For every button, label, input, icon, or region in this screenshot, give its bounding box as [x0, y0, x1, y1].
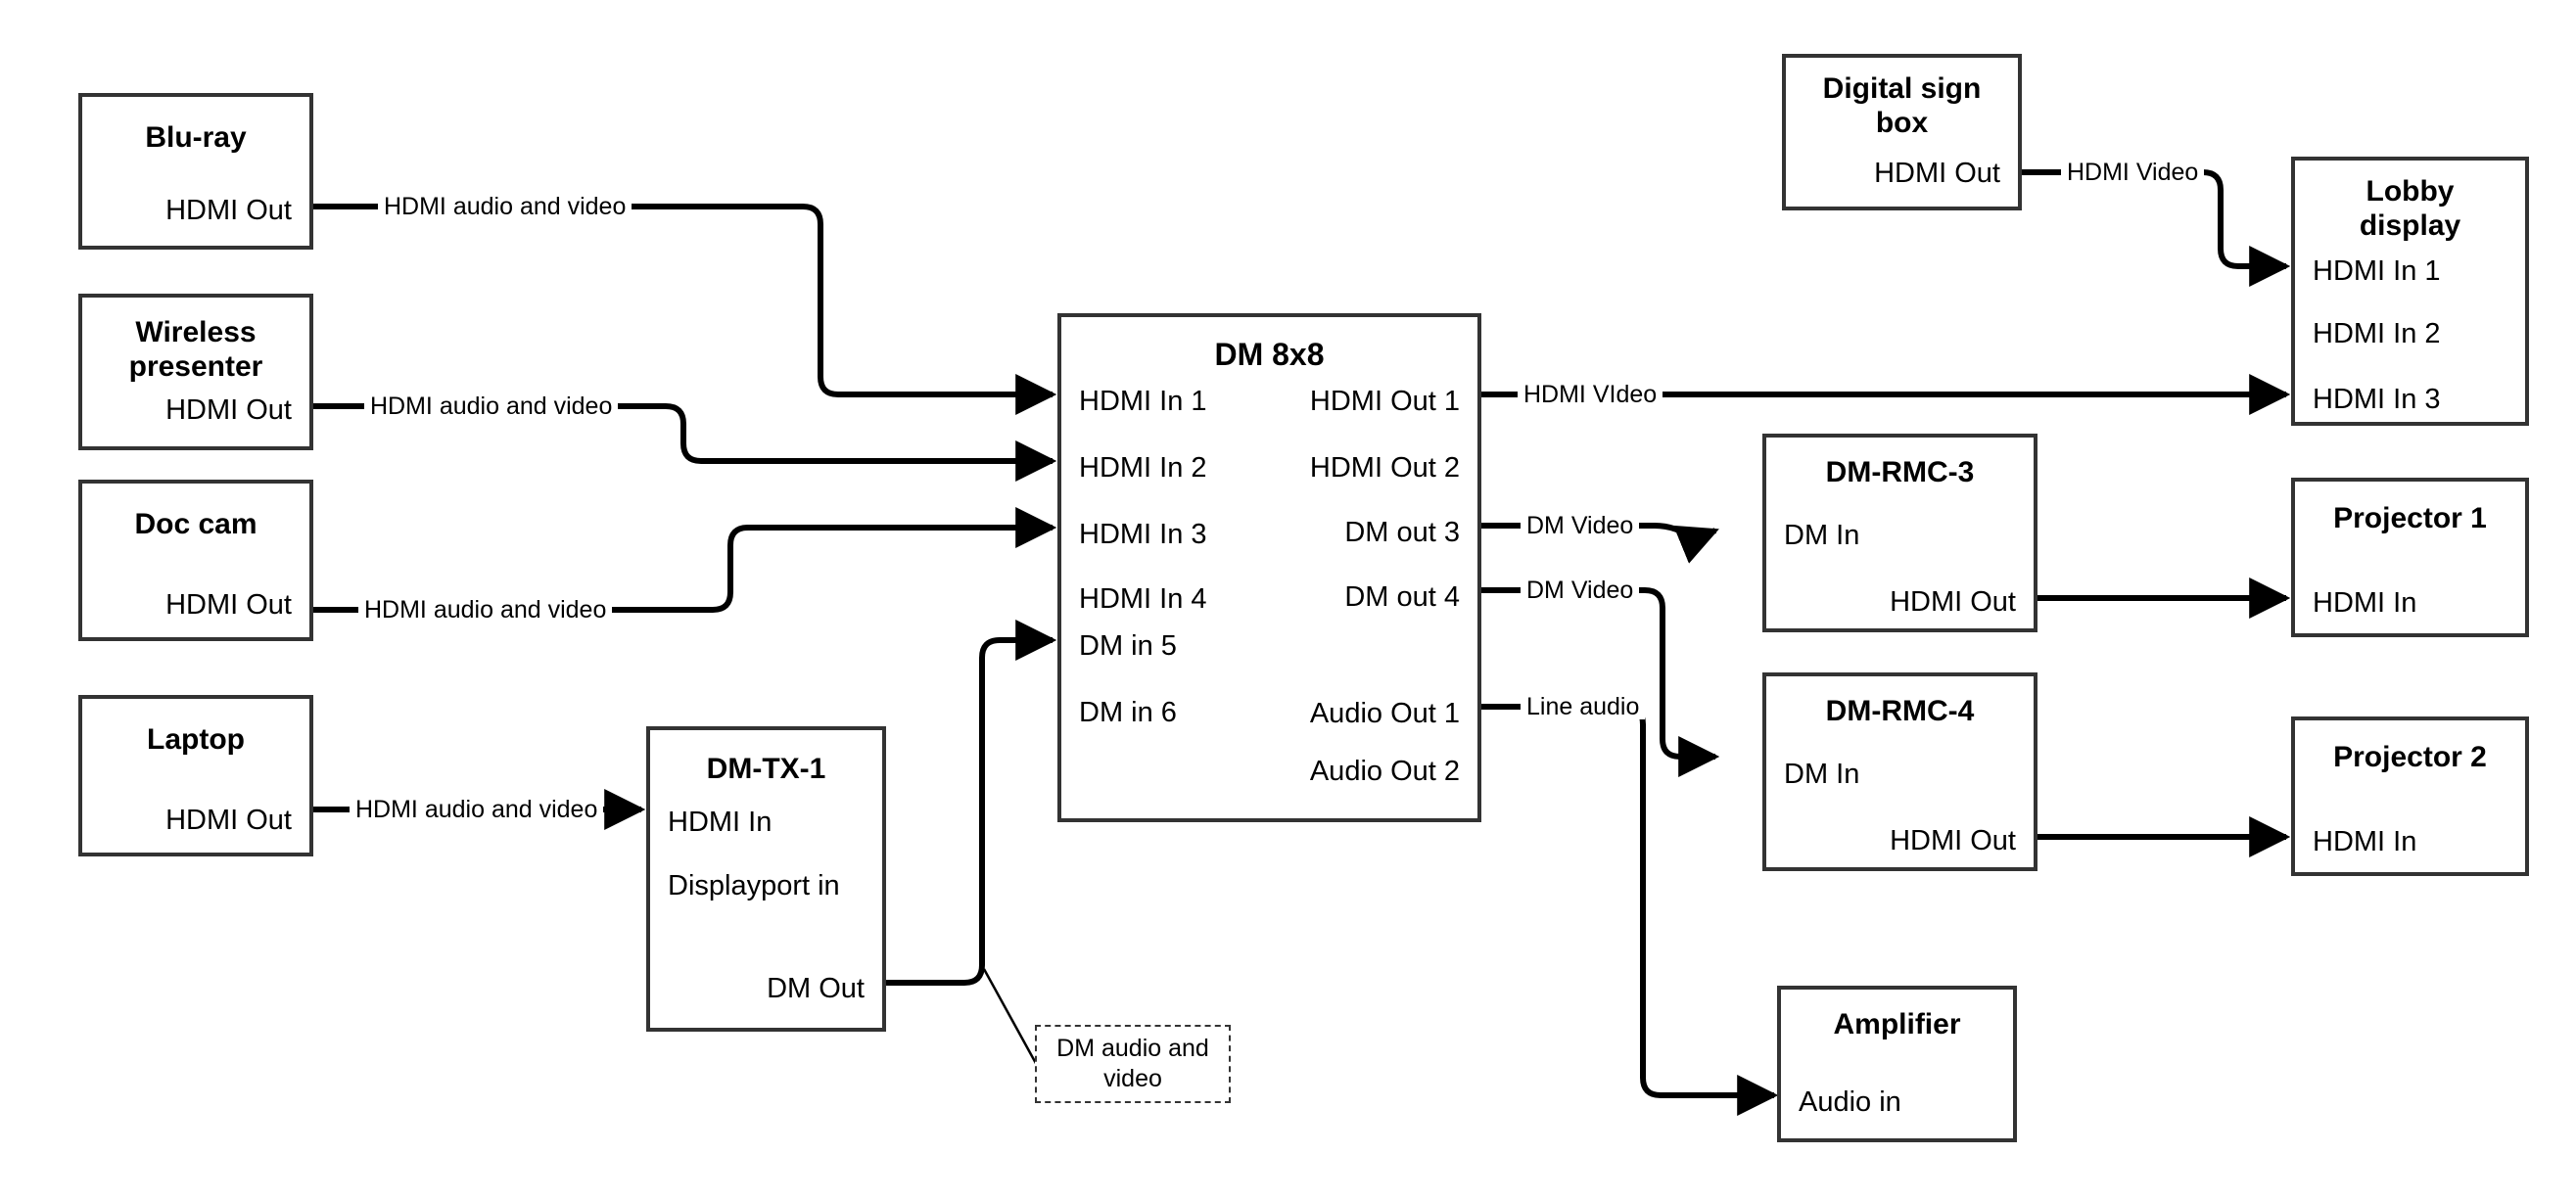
node-dm-rmc-3[interactable]: DM-RMC-3 DM In HDMI Out: [1762, 434, 2037, 632]
node-dm-rmc-4[interactable]: DM-RMC-4 DM In HDMI Out: [1762, 672, 2037, 871]
port-dm-8x8-hdmi-in-2: HDMI In 2: [1079, 452, 1207, 484]
node-digital-sign-box-title: Digital sign box: [1822, 72, 1982, 140]
node-wireless-presenter[interactable]: Wireless presenter HDMI Out: [78, 294, 313, 450]
edge-label-dm-out3-to-rmc3: DM Video: [1521, 514, 1640, 538]
wire-tx-dmout-to-dm-in-5: [886, 620, 1057, 986]
edge-label-laptop-to-tx: HDMI audio and video: [350, 798, 604, 822]
wire-sign-to-lobby-hdmi-in-1: [2022, 169, 2291, 287]
wire-dm-dmout3-to-rmc3: [1481, 523, 1719, 564]
port-dm-8x8-dm-out-4: DM out 4: [1344, 581, 1460, 613]
node-dm-8x8[interactable]: DM 8x8 HDMI In 1 HDMI In 2 HDMI In 3 HDM…: [1057, 313, 1481, 822]
node-blu-ray[interactable]: Blu-ray HDMI Out: [78, 93, 313, 250]
node-lobby-display[interactable]: Lobby display HDMI In 1 HDMI In 2 HDMI I…: [2291, 157, 2529, 426]
port-digital-sign-box-hdmi-out: HDMI Out: [1874, 158, 2000, 189]
port-dm-8x8-audio-out-1: Audio Out 1: [1309, 698, 1460, 729]
node-wireless-presenter-title: Wireless presenter: [128, 316, 263, 384]
port-dm-tx-1-displayport-in: Displayport in: [668, 870, 840, 901]
node-projector-1-title: Projector 1: [2333, 502, 2487, 534]
node-laptop-title: Laptop: [147, 723, 245, 756]
leader-line-dm-audio-video-note: [982, 968, 1040, 1068]
port-amplifier-audio-in: Audio in: [1799, 1086, 1901, 1118]
port-dm-8x8-dm-out-3: DM out 3: [1344, 517, 1460, 548]
node-dm-rmc-4-title: DM-RMC-4: [1825, 695, 1975, 727]
port-dm-rmc-4-hdmi-out: HDMI Out: [1890, 825, 2016, 856]
port-dm-8x8-hdmi-out-1: HDMI Out 1: [1309, 386, 1460, 417]
port-projector-1-hdmi-in: HDMI In: [2313, 587, 2417, 619]
node-dm-tx-1-title: DM-TX-1: [706, 753, 826, 785]
node-amplifier[interactable]: Amplifier Audio in: [1777, 986, 2017, 1142]
wire-doccam-to-dm-hdmi-in-3: [313, 507, 1057, 613]
node-blu-ray-title: Blu-ray: [145, 121, 247, 154]
edge-label-sign-to-lobby: HDMI Video: [2061, 161, 2205, 185]
node-dm-8x8-title: DM 8x8: [1214, 337, 1325, 372]
port-dm-tx-1-dm-out: DM Out: [767, 973, 865, 1004]
port-dm-8x8-hdmi-in-4: HDMI In 4: [1079, 583, 1207, 615]
port-dm-8x8-dm-in-5: DM in 5: [1079, 630, 1177, 662]
port-dm-rmc-4-dm-in: DM In: [1784, 759, 1860, 790]
port-dm-rmc-3-hdmi-out: HDMI Out: [1890, 586, 2016, 618]
wire-bluray-to-dm-hdmi-in-1: [313, 204, 1057, 415]
port-lobby-display-hdmi-in-1: HDMI In 1: [2313, 255, 2441, 287]
port-wireless-presenter-hdmi-out: HDMI Out: [165, 394, 292, 426]
note-dm-audio-and-video: DM audio and video: [1035, 1025, 1231, 1103]
wire-wireless-to-dm-hdmi-in-2: [313, 403, 1057, 482]
edge-label-bluray-to-dm: HDMI audio and video: [378, 195, 632, 219]
port-dm-tx-1-hdmi-in: HDMI In: [668, 807, 773, 838]
node-amplifier-title: Amplifier: [1833, 1008, 1961, 1040]
port-lobby-display-hdmi-in-2: HDMI In 2: [2313, 318, 2441, 349]
edge-label-dm-out4-to-rmc4: DM Video: [1521, 578, 1640, 603]
edge-label-wireless-to-dm: HDMI audio and video: [364, 394, 619, 419]
node-dm-rmc-3-title: DM-RMC-3: [1825, 456, 1975, 488]
node-projector-2[interactable]: Projector 2 HDMI In: [2291, 716, 2529, 876]
edge-label-doccam-to-dm: HDMI audio and video: [358, 598, 613, 623]
port-lobby-display-hdmi-in-3: HDMI In 3: [2313, 384, 2441, 415]
port-dm-8x8-hdmi-in-3: HDMI In 3: [1079, 519, 1207, 550]
port-doc-cam-hdmi-out: HDMI Out: [165, 589, 292, 621]
node-projector-1[interactable]: Projector 1 HDMI In: [2291, 478, 2529, 637]
node-doc-cam-title: Doc cam: [134, 508, 258, 540]
edge-label-audio1-to-amplifier: Line audio: [1521, 695, 1646, 719]
node-laptop[interactable]: Laptop HDMI Out: [78, 695, 313, 856]
node-doc-cam[interactable]: Doc cam HDMI Out: [78, 480, 313, 641]
port-dm-8x8-audio-out-2: Audio Out 2: [1309, 756, 1460, 787]
edge-label-dm-out1-to-lobby: HDMI VIdeo: [1518, 383, 1663, 407]
wire-dm-dmout4-to-rmc4: [1481, 587, 1720, 777]
port-dm-8x8-hdmi-in-1: HDMI In 1: [1079, 386, 1207, 417]
node-projector-2-title: Projector 2: [2333, 741, 2487, 773]
port-dm-rmc-3-dm-in: DM In: [1784, 520, 1860, 551]
node-lobby-display-title: Lobby display: [2359, 175, 2461, 243]
port-dm-8x8-dm-in-6: DM in 6: [1079, 697, 1177, 728]
node-dm-tx-1[interactable]: DM-TX-1 HDMI In Displayport in DM Out: [646, 726, 886, 1032]
node-digital-sign-box[interactable]: Digital sign box HDMI Out: [1782, 54, 2022, 210]
port-laptop-hdmi-out: HDMI Out: [165, 805, 292, 836]
port-projector-2-hdmi-in: HDMI In: [2313, 826, 2417, 857]
wire-dm-audioout1-to-amplifier: [1481, 704, 1779, 1116]
port-blu-ray-hdmi-out: HDMI Out: [165, 195, 292, 226]
port-dm-8x8-hdmi-out-2: HDMI Out 2: [1309, 452, 1460, 484]
